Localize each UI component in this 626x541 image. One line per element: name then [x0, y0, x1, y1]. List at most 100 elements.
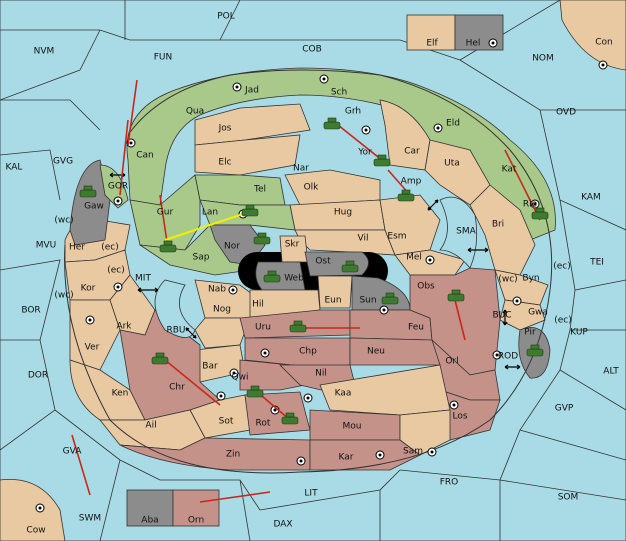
- label-olk: Olk: [304, 183, 320, 193]
- label-nil: Nil: [315, 369, 327, 379]
- label-ec-2: (ec): [553, 262, 571, 272]
- support-arrow: [164, 209, 256, 241]
- label-ec-4: (ec): [554, 316, 572, 326]
- label-kor: Kor: [81, 284, 96, 294]
- label-swm: SWM: [79, 514, 101, 524]
- label-bri: Bri: [492, 220, 504, 230]
- label-qua: Qua: [186, 107, 204, 117]
- label-amp: Amp: [401, 177, 422, 187]
- label-sap: Sap: [193, 253, 210, 263]
- label-ver: Ver: [85, 343, 100, 353]
- label-nor: Nor: [224, 242, 240, 252]
- region-gaw[interactable]: [69, 159, 111, 246]
- label-ail: Ail: [145, 421, 156, 431]
- region-olk[interactable]: [284, 169, 381, 206]
- label-ost: Ost: [315, 257, 331, 267]
- label-nom: NOM: [532, 54, 554, 64]
- label-uta: Uta: [444, 159, 460, 169]
- label-wc-2: (wc): [498, 275, 517, 285]
- label-mel: Mel: [406, 253, 422, 263]
- label-tei: TEI: [589, 258, 604, 268]
- label-kal: KAL: [6, 163, 23, 173]
- label-dor: DOR: [28, 371, 48, 381]
- region-neu[interactable]: [349, 337, 441, 366]
- label-eld: Eld: [446, 119, 460, 129]
- region-orn[interactable]: [172, 489, 220, 527]
- label-vil: Vil: [358, 234, 369, 244]
- region-bri[interactable]: [469, 184, 536, 276]
- label-hel: Hel: [466, 39, 481, 49]
- label-eun: Eun: [324, 296, 341, 306]
- region-labels: POL NVM FUN COB NOM Con Elf Hel OVD KAL …: [6, 12, 620, 536]
- label-dax: DAX: [273, 520, 292, 530]
- label-pir: Pir: [524, 328, 536, 338]
- green-north-arc: [126, 67, 556, 241]
- region-elc[interactable]: [194, 134, 301, 176]
- label-mit: MIT: [135, 274, 151, 284]
- region-gwa[interactable]: [499, 299, 546, 331]
- label-lan: Lan: [202, 208, 218, 218]
- label-elf: Elf: [426, 39, 438, 49]
- label-mou: Mou: [343, 422, 362, 432]
- label-con: Con: [595, 38, 613, 48]
- label-lit: LIT: [304, 489, 318, 499]
- label-bar: Bar: [202, 362, 218, 372]
- label-hil: Hil: [252, 300, 264, 310]
- label-nar: Nar: [293, 164, 309, 174]
- label-her: Her: [69, 243, 85, 253]
- label-gwa: Gwa: [528, 308, 548, 318]
- label-gvp: GVP: [555, 404, 574, 414]
- region-ver[interactable]: [69, 299, 121, 371]
- region-car[interactable]: [379, 99, 431, 171]
- label-car: Car: [404, 147, 420, 157]
- label-sch: Sch: [331, 88, 347, 98]
- label-ec-3: (ec): [107, 266, 125, 276]
- region-byn[interactable]: [494, 269, 549, 306]
- region-sam[interactable]: [399, 409, 451, 456]
- label-byn: Byn: [522, 274, 539, 284]
- label-nab: Nab: [208, 285, 226, 295]
- label-kar: Kar: [339, 453, 354, 463]
- label-alt: ALT: [603, 367, 619, 377]
- units: [79, 117, 549, 425]
- label-kup: KUP: [570, 328, 588, 338]
- label-orn: Orn: [188, 516, 204, 526]
- label-esm: Esm: [387, 232, 406, 242]
- region-tel[interactable]: [194, 174, 286, 206]
- label-som: SOM: [558, 493, 579, 503]
- label-ark: Ark: [116, 322, 132, 332]
- label-kat: Kat: [502, 165, 517, 175]
- region-elf[interactable]: [406, 14, 456, 51]
- region-kar[interactable]: [309, 439, 421, 471]
- label-gur: Gur: [157, 208, 174, 218]
- label-neu: Neu: [367, 347, 385, 357]
- label-rie: Rie: [523, 200, 538, 210]
- label-fun: FUN: [154, 53, 173, 63]
- label-nvm: NVM: [34, 47, 55, 57]
- label-ec-1: (ec): [101, 243, 119, 253]
- label-hug: Hug: [334, 208, 352, 218]
- label-cow: Cow: [26, 526, 45, 536]
- label-pol: POL: [217, 12, 235, 22]
- label-uru: Uru: [255, 323, 271, 333]
- label-can: Can: [136, 151, 154, 161]
- label-buc: BUC: [492, 311, 511, 321]
- label-kaa: Kaa: [335, 389, 352, 399]
- region-eun[interactable]: [317, 275, 353, 309]
- label-obs: Obs: [417, 282, 435, 292]
- label-grh: Grh: [345, 107, 361, 117]
- ring-outline: [64, 69, 553, 474]
- label-gor: GOR: [108, 182, 128, 192]
- label-yor: Yor: [357, 148, 372, 158]
- region-cow[interactable]: [0, 478, 66, 541]
- label-rbu: RBU: [166, 326, 185, 336]
- label-ovd: OVD: [556, 108, 576, 118]
- label-jad: Jad: [244, 86, 259, 96]
- label-chp: Chp: [299, 347, 317, 357]
- connector-arrows: [109, 172, 521, 370]
- label-sun: Sun: [359, 296, 376, 306]
- label-wc-3: (wc): [54, 291, 73, 301]
- label-rot: Rot: [256, 419, 271, 429]
- label-feu: Feu: [408, 323, 424, 333]
